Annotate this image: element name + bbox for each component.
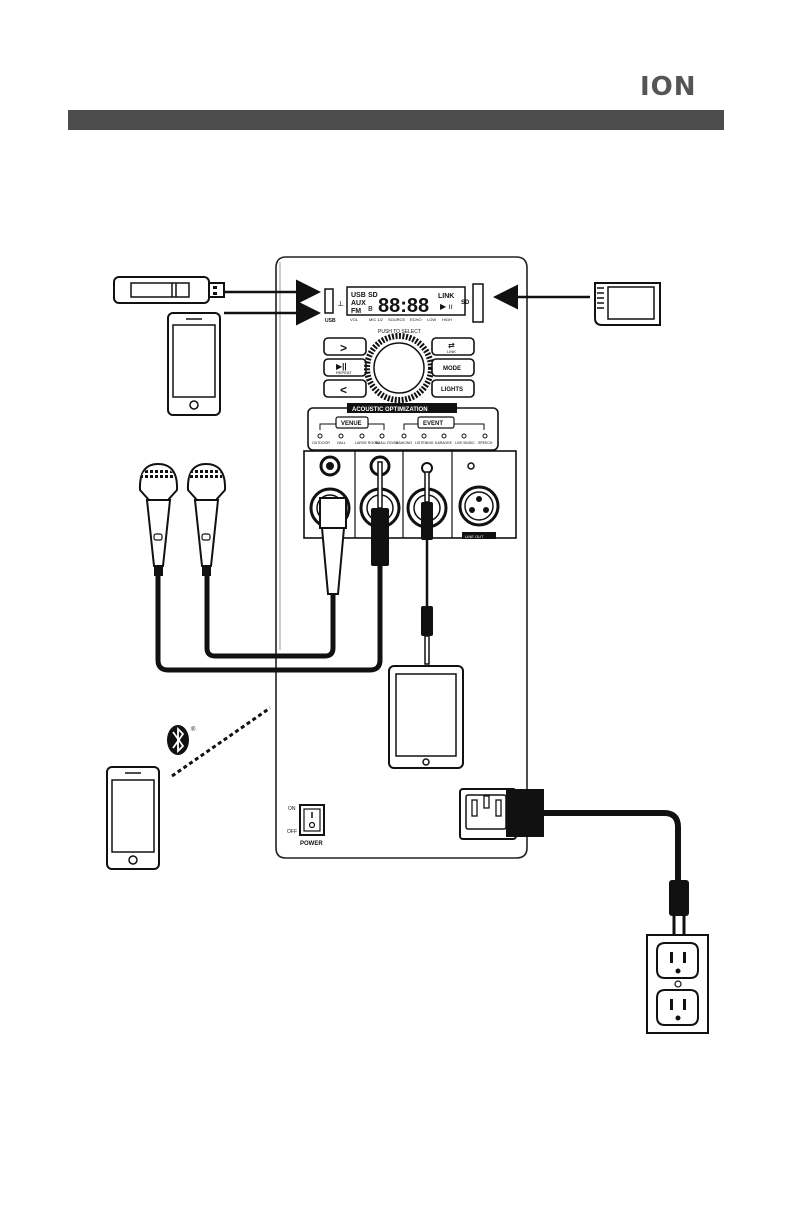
- prev-button: <: [324, 380, 366, 397]
- sd-card-icon: [595, 283, 660, 325]
- aux-plug-bottom: [421, 606, 433, 636]
- next-button: >: [324, 338, 366, 355]
- svg-text:⟂: ⟂: [338, 299, 344, 308]
- tablet-icon: [389, 666, 463, 768]
- event-live-music: LIVE MUSIC: [455, 441, 475, 445]
- power-label: POWER: [300, 841, 323, 847]
- svg-text:®: ®: [191, 726, 196, 733]
- event-karaoke: KARAOKE: [435, 441, 453, 445]
- play-repeat-button: ▶|| REPEAT: [324, 359, 366, 376]
- event-label: EVENT: [423, 421, 443, 427]
- mode-button: MODE: [432, 359, 474, 376]
- link-button: ⇄ LINK: [432, 338, 474, 355]
- usb-drive-icon: [114, 277, 224, 303]
- power-plug-body: [669, 880, 689, 916]
- display-label-high: HIGH: [442, 317, 452, 322]
- svg-text:MODE: MODE: [443, 366, 461, 372]
- display-source-fm: FM: [351, 308, 361, 315]
- display-sd: SD: [368, 292, 378, 299]
- bluetooth-icon: ®: [167, 725, 196, 755]
- usb-label: USB: [325, 318, 336, 324]
- microphone-icon: [188, 464, 225, 576]
- acoustic-title: ACOUSTIC OPTIMIZATION: [352, 407, 428, 413]
- line-out-label: LINE OUT: [465, 534, 484, 539]
- display-label-low: LOW: [427, 317, 436, 322]
- power-on-label: ON: [288, 806, 296, 812]
- display-play-icon: ▶ ıı: [440, 302, 453, 311]
- select-knob: [367, 336, 431, 400]
- svg-text:>: >: [340, 341, 347, 355]
- svg-text:LIGHTS: LIGHTS: [441, 387, 463, 393]
- event-dancing: DANCING: [396, 441, 412, 445]
- iec-plug: [506, 789, 544, 837]
- power-cord: [544, 813, 678, 884]
- display-label-vol: VOL: [350, 317, 359, 322]
- event-speech: SPEECH: [478, 441, 493, 445]
- venue-outdoor: OUTDOOR: [312, 441, 330, 445]
- venue-hall: HALL: [337, 441, 346, 445]
- display-source-aux: AUX: [351, 300, 366, 307]
- power-off-label: OFF: [287, 829, 297, 835]
- acoustic-optimization-panel: ACOUSTIC OPTIMIZATION VENUE EVENT OUTDOO…: [308, 403, 498, 450]
- display-link: LINK: [438, 293, 454, 300]
- svg-text:REPEAT: REPEAT: [336, 370, 352, 375]
- display-label-echo: ECHO: [410, 317, 422, 322]
- wall-outlet-icon: [647, 935, 708, 1033]
- microphone-icon: [140, 464, 177, 576]
- display-source-usb: USB: [351, 292, 366, 299]
- event-listening: LISTENING: [415, 441, 434, 445]
- venue-small-room: SMALL ROOM: [375, 441, 398, 445]
- lights-button: LIGHTS: [432, 380, 474, 397]
- display-digits: 88:88: [378, 295, 429, 317]
- phone-bluetooth-icon: [107, 767, 159, 869]
- svg-text:<: <: [340, 383, 347, 397]
- svg-text:LINK: LINK: [447, 349, 456, 354]
- display-label-source: SOURCE: [388, 317, 405, 322]
- sd-slot: [473, 284, 483, 322]
- phone-icon: [168, 313, 220, 415]
- sd-slot-label: SD: [461, 300, 470, 306]
- bluetooth-display-icon: ʙ: [368, 303, 373, 313]
- display-label-mic: MIC 1/2: [369, 317, 384, 322]
- venue-label: VENUE: [341, 421, 362, 427]
